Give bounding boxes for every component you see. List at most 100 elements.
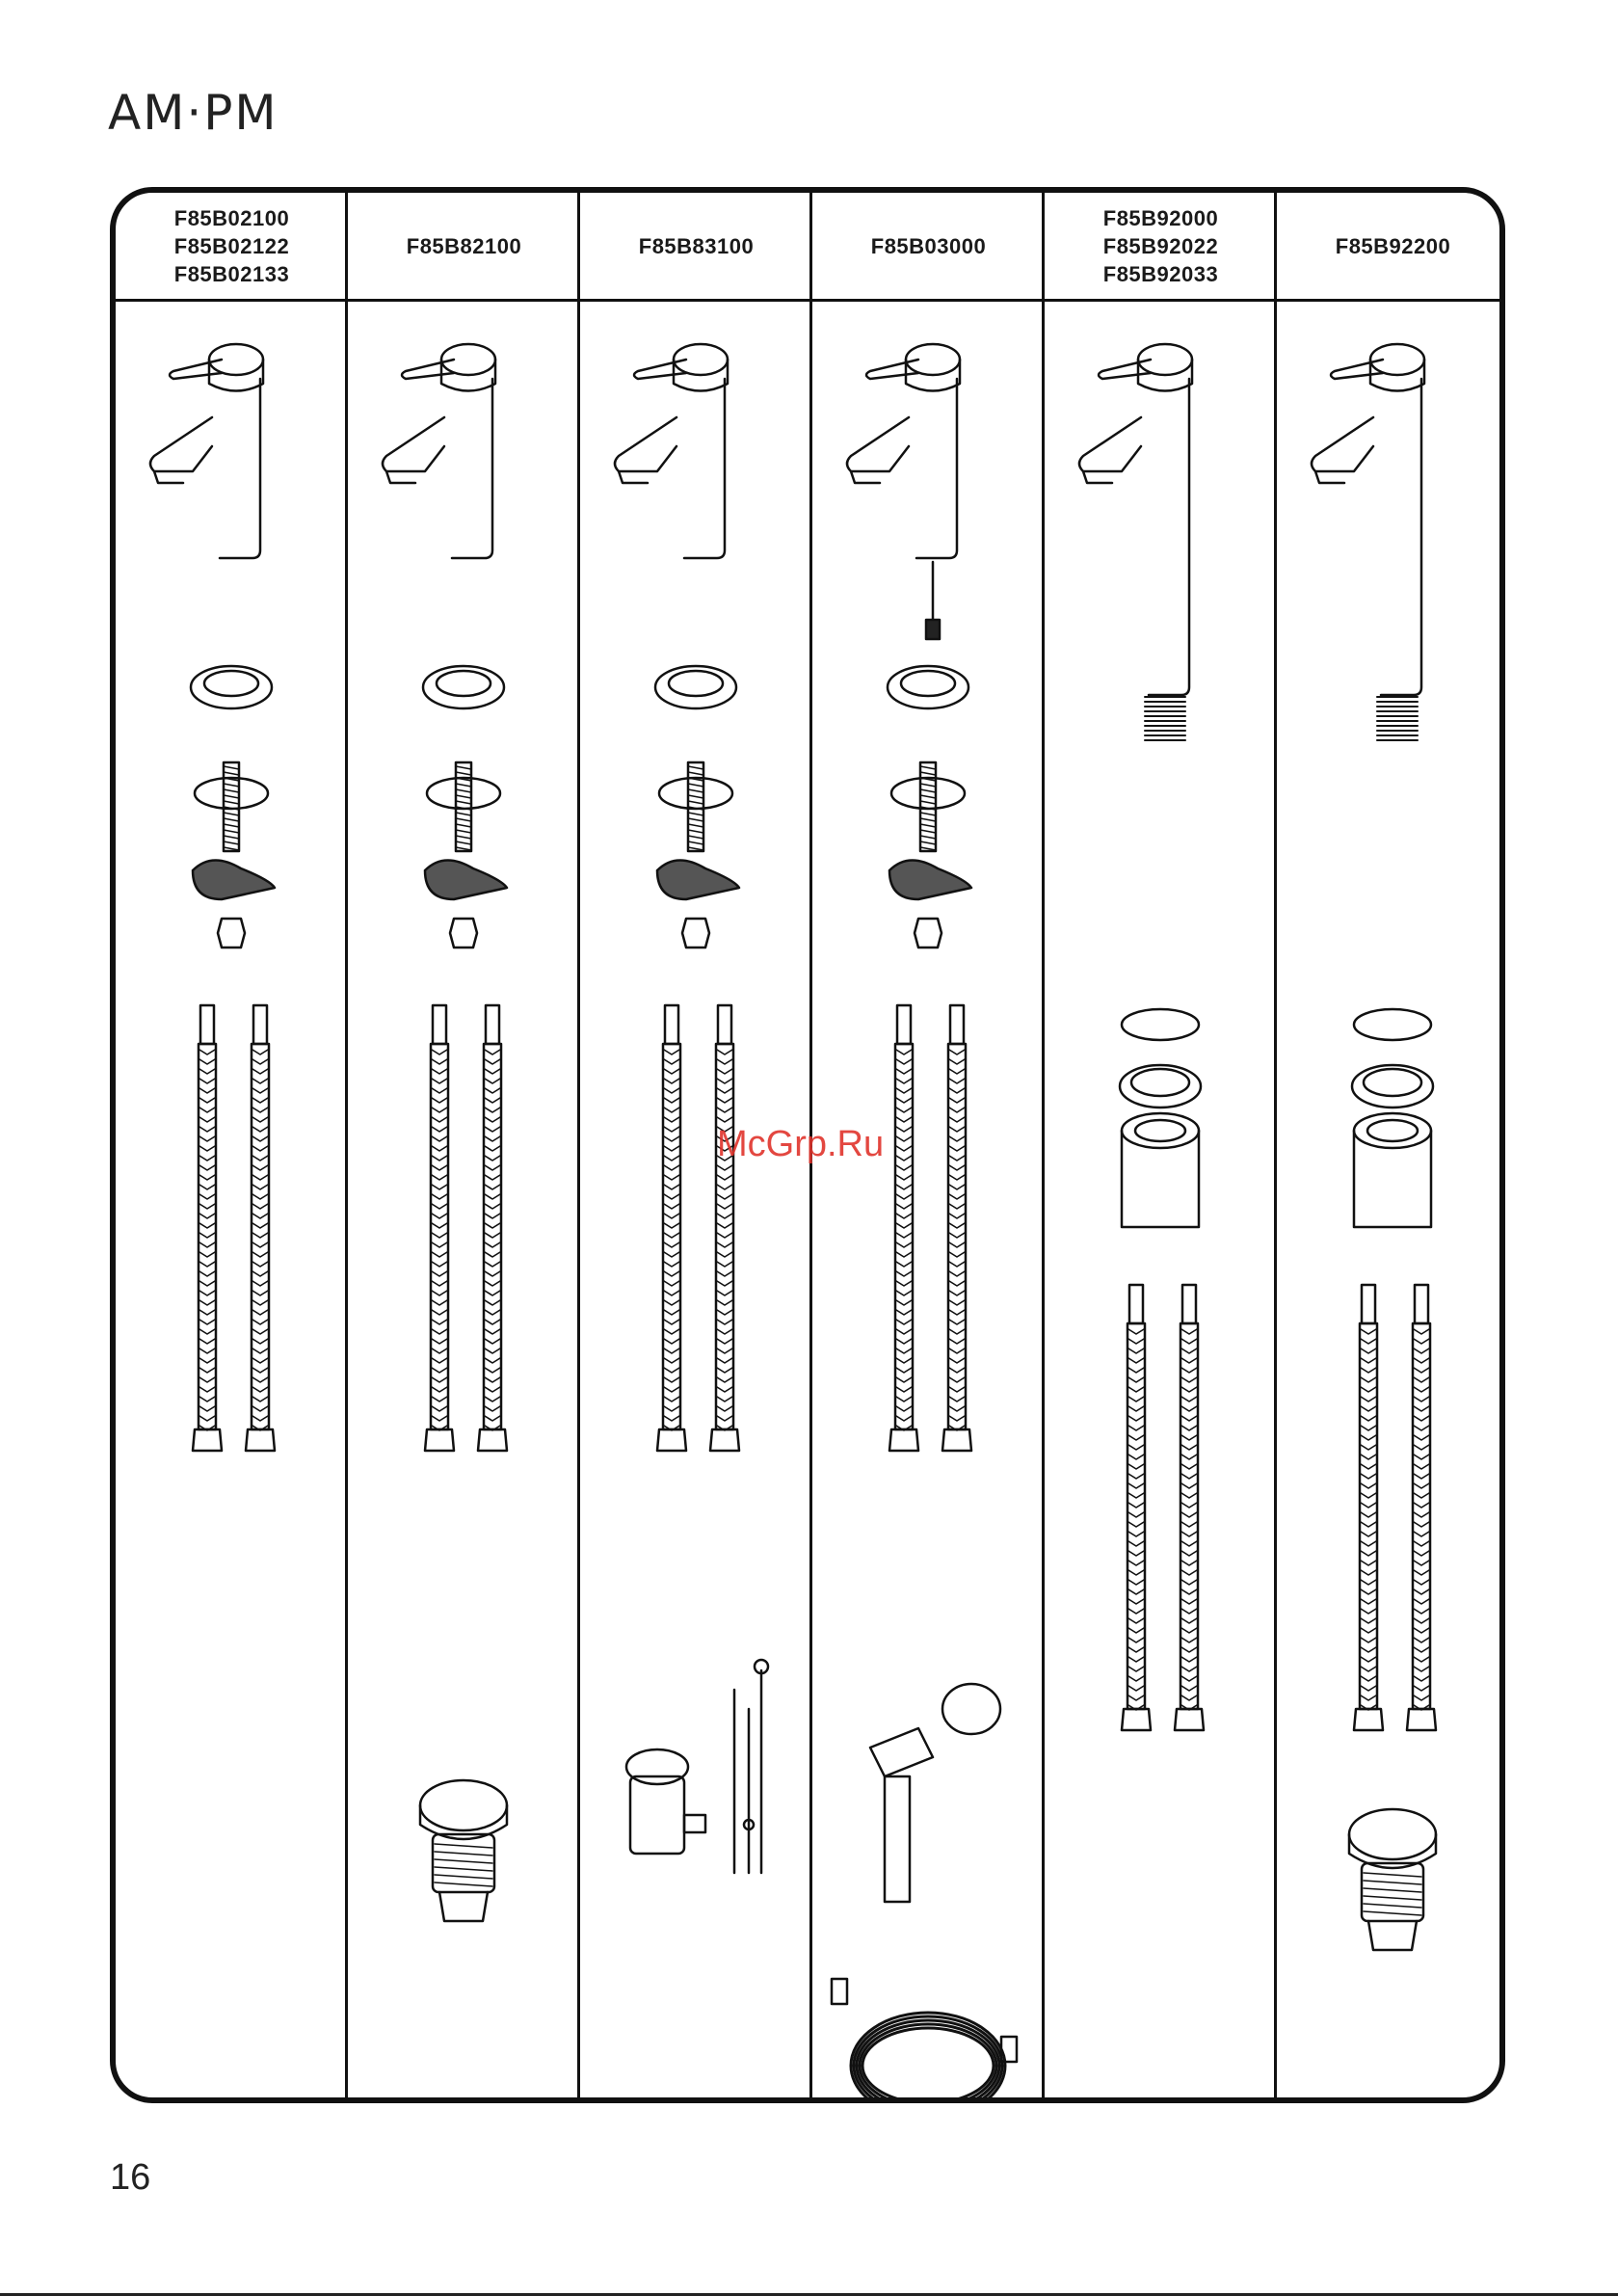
hose-nut xyxy=(657,1429,686,1451)
braid-line xyxy=(485,1281,500,1286)
braid-line xyxy=(717,1050,732,1055)
braid-line xyxy=(896,1098,912,1103)
braid-line xyxy=(949,1098,965,1103)
braid-line xyxy=(1414,1339,1429,1344)
flexible-hose-icon xyxy=(425,1005,454,1451)
hose-nut xyxy=(1175,1709,1204,1730)
braid-line xyxy=(432,1242,447,1247)
braid-line xyxy=(252,1262,268,1267)
braid-line xyxy=(896,1088,912,1093)
mounting-nut-bore xyxy=(1135,1120,1185,1141)
thread-line xyxy=(688,784,703,787)
braid-line xyxy=(432,1194,447,1199)
braid-line xyxy=(199,1387,215,1392)
product-code: F85B82100 xyxy=(407,232,521,260)
braid-line xyxy=(949,1059,965,1064)
braid-line xyxy=(252,1397,268,1402)
braid-line xyxy=(1414,1618,1429,1623)
thread-line xyxy=(920,772,936,775)
braid-line xyxy=(1128,1445,1144,1450)
braid-line xyxy=(717,1185,732,1189)
braid-line xyxy=(664,1156,679,1161)
hose-fitting xyxy=(665,1005,678,1044)
mixer-icon xyxy=(847,344,960,558)
braid-line xyxy=(485,1223,500,1228)
product-code: F85B02100 xyxy=(174,204,289,232)
thread-line xyxy=(920,813,936,815)
braid-line xyxy=(1414,1522,1429,1527)
braid-line xyxy=(1361,1474,1376,1479)
braid-line xyxy=(1414,1599,1429,1604)
braid-line xyxy=(896,1175,912,1180)
braid-line xyxy=(949,1185,965,1189)
braid-line xyxy=(485,1165,500,1170)
thread-line xyxy=(920,784,936,787)
braid-line xyxy=(949,1136,965,1141)
thread-line xyxy=(224,818,239,821)
braid-line xyxy=(717,1242,732,1247)
braid-line xyxy=(485,1108,500,1112)
braid-line xyxy=(1128,1368,1144,1373)
braid-line xyxy=(949,1146,965,1151)
mounting-nut-icon xyxy=(1120,1009,1201,1227)
braid-line xyxy=(717,1271,732,1276)
thread-line xyxy=(456,818,471,821)
braid-line xyxy=(717,1348,732,1353)
braid-line xyxy=(1414,1368,1429,1373)
thread-line xyxy=(920,847,936,850)
column-parts xyxy=(348,302,580,2097)
mixer-icon xyxy=(1079,344,1192,740)
braid-line xyxy=(1128,1329,1144,1334)
braid-line xyxy=(199,1223,215,1228)
braid-line xyxy=(896,1368,912,1373)
hose-nut xyxy=(1407,1709,1436,1730)
thread-line xyxy=(456,836,471,839)
thread-line xyxy=(224,795,239,798)
braid-line xyxy=(717,1406,732,1411)
washer-inner xyxy=(1364,1069,1421,1096)
braid-line xyxy=(432,1108,447,1112)
mixer-body xyxy=(220,379,260,558)
spout xyxy=(1312,417,1373,471)
braid-line xyxy=(664,1368,679,1373)
braid-line xyxy=(199,1194,215,1199)
braid-line xyxy=(199,1329,215,1334)
braid-line xyxy=(1181,1589,1197,1594)
braid-line xyxy=(485,1300,500,1305)
braid-line xyxy=(252,1088,268,1093)
braid-line xyxy=(432,1406,447,1411)
column-6: F85B92200 xyxy=(1274,193,1505,2097)
mixer-icon xyxy=(615,344,728,558)
braid-line xyxy=(1128,1493,1144,1498)
braid-line xyxy=(432,1262,447,1267)
braid-line xyxy=(896,1387,912,1392)
braid-line xyxy=(252,1185,268,1189)
braid-line xyxy=(717,1059,732,1064)
braid-line xyxy=(1361,1570,1376,1575)
thread-line xyxy=(920,801,936,804)
washer-outer xyxy=(191,666,272,708)
braid-line xyxy=(199,1098,215,1103)
braid-line xyxy=(1181,1416,1197,1421)
braid-line xyxy=(949,1377,965,1382)
braid-line xyxy=(1361,1426,1376,1430)
washer-inner xyxy=(204,671,258,696)
clamp-plate xyxy=(657,860,739,899)
thread-line xyxy=(688,836,703,839)
braid-line xyxy=(896,1339,912,1344)
braid-line xyxy=(432,1059,447,1064)
thread-line xyxy=(688,801,703,804)
braid-line xyxy=(485,1368,500,1373)
braid-line xyxy=(199,1146,215,1151)
braid-line xyxy=(1361,1329,1376,1334)
braid-line xyxy=(432,1291,447,1295)
braid-line xyxy=(1128,1406,1144,1411)
braid-line xyxy=(1128,1387,1144,1392)
braid-line xyxy=(717,1281,732,1286)
braid-line xyxy=(199,1214,215,1218)
braid-line xyxy=(252,1329,268,1334)
braid-line xyxy=(1181,1618,1197,1623)
braid-line xyxy=(252,1281,268,1286)
hose-nut xyxy=(1122,1709,1151,1730)
braid-line xyxy=(1361,1580,1376,1585)
